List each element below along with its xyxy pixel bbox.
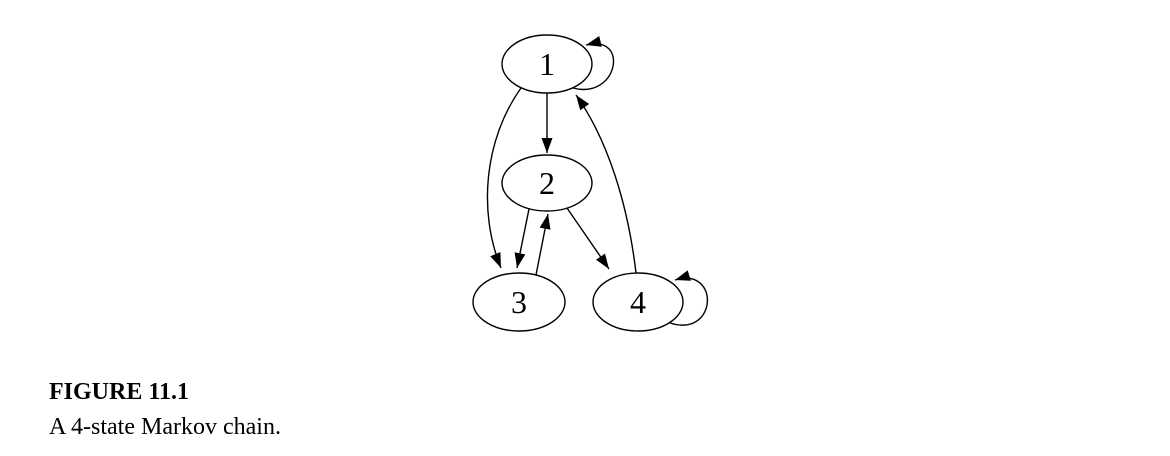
- state-ellipse-3: [472, 272, 566, 332]
- edge-2-to-3: [514, 208, 530, 269]
- state-label-2: 2: [539, 165, 555, 201]
- edge-4-to-4-self-loop: [669, 270, 709, 326]
- state-label-4: 4: [630, 284, 646, 320]
- nodes-layer: 1 2 3 4: [472, 34, 684, 332]
- state-node-2: 2: [501, 154, 593, 212]
- state-ellipse-1: [501, 34, 593, 94]
- figure-caption: FIGURE 11.1 A 4-state Markov chain.: [49, 375, 281, 445]
- state-node-4: 4: [592, 272, 684, 332]
- state-label-3: 3: [511, 284, 527, 320]
- edge-3-to-2: [535, 213, 551, 276]
- edges-layer: [486, 36, 709, 326]
- state-node-3: 3: [472, 272, 566, 332]
- state-label-1: 1: [539, 46, 555, 82]
- edge-1-to-3: [486, 87, 522, 269]
- edge-2-to-4: [566, 207, 610, 270]
- state-ellipse-2: [501, 154, 593, 212]
- edge-4-to-1: [575, 94, 637, 274]
- edge-1-to-1-self-loop: [572, 36, 615, 91]
- figure-caption-text: A 4-state Markov chain.: [49, 414, 281, 440]
- state-ellipse-4: [592, 272, 684, 332]
- state-node-1: 1: [501, 34, 593, 94]
- figure-caption-title: FIGURE 11.1: [49, 379, 190, 405]
